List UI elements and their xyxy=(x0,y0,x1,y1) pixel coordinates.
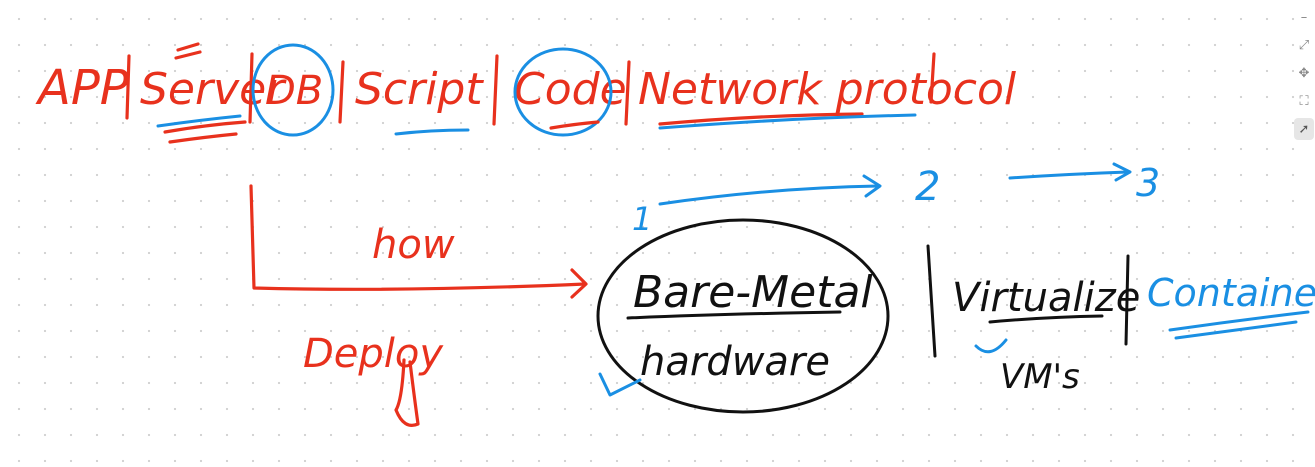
separator xyxy=(492,54,499,126)
hardware-check xyxy=(598,372,642,397)
deploy-tail xyxy=(394,358,420,427)
db-circle xyxy=(251,43,335,137)
zoom-out-icon[interactable]: – xyxy=(1300,9,1308,25)
server-underline-red xyxy=(163,120,247,144)
separator xyxy=(926,244,937,358)
server-text: Server xyxy=(140,64,287,115)
step-3: 3 xyxy=(1136,161,1160,205)
separator xyxy=(929,52,936,104)
l-arrow-line xyxy=(249,184,587,291)
step-arrows: 1 2 3 xyxy=(632,161,1160,238)
script-text: Script xyxy=(355,64,484,115)
server-underline-blue xyxy=(156,114,242,128)
separator xyxy=(624,60,631,126)
separator xyxy=(1124,254,1130,346)
containers-underline xyxy=(1168,310,1310,340)
network-underline-red xyxy=(658,112,864,126)
code-underline xyxy=(549,120,600,130)
network-protocol-text: Network protocol xyxy=(638,64,1017,115)
arrow-head xyxy=(570,268,588,299)
arrow-to-2 xyxy=(658,184,880,206)
how-text: how xyxy=(372,222,455,268)
bare-metal-group: Bare-Metal hardware xyxy=(596,218,890,414)
step-2: 2 xyxy=(915,164,940,210)
hardware-text: hardware xyxy=(640,339,830,385)
containers-text: Containers xyxy=(1147,271,1315,315)
arrow-head xyxy=(862,174,882,198)
code-circle xyxy=(513,47,613,137)
bare-metal-circle xyxy=(596,218,890,414)
db-text: DB xyxy=(265,68,323,114)
move-icon[interactable]: ✥ xyxy=(1298,65,1310,81)
top-row: APP Server DB Script Code Network protoc… xyxy=(35,42,1017,144)
arrow-head xyxy=(1112,162,1132,182)
virtualize-text: Virtualize xyxy=(952,275,1140,321)
step-1: 1 xyxy=(632,200,652,238)
canvas-toolbar: – ⤢ ✥ ⛶ ➚ xyxy=(1293,0,1315,160)
virtualize-underline xyxy=(988,314,1104,324)
virtualize-check xyxy=(974,338,1008,354)
vms-text: VM's xyxy=(1000,357,1080,397)
fit-to-screen-icon[interactable]: ⛶ xyxy=(1299,93,1309,109)
app-text: APP xyxy=(35,60,129,116)
deploy-arrow: how Deploy xyxy=(249,184,588,427)
script-underline xyxy=(394,128,470,136)
separator xyxy=(248,52,254,124)
network-underline-blue xyxy=(658,113,917,130)
separator xyxy=(125,54,131,120)
arrow-to-3 xyxy=(1008,170,1130,180)
fraction-line xyxy=(626,310,842,320)
server-overline xyxy=(174,42,202,60)
expand-icon[interactable]: ⤢ xyxy=(1298,37,1310,53)
pen-pointer-icon[interactable]: ➚ xyxy=(1294,118,1314,140)
bare-metal-text: Bare-Metal xyxy=(633,267,873,318)
deploy-text: Deploy xyxy=(303,331,444,377)
separator xyxy=(338,60,345,124)
alternatives-group: Virtualize VM's Containers xyxy=(926,244,1315,397)
